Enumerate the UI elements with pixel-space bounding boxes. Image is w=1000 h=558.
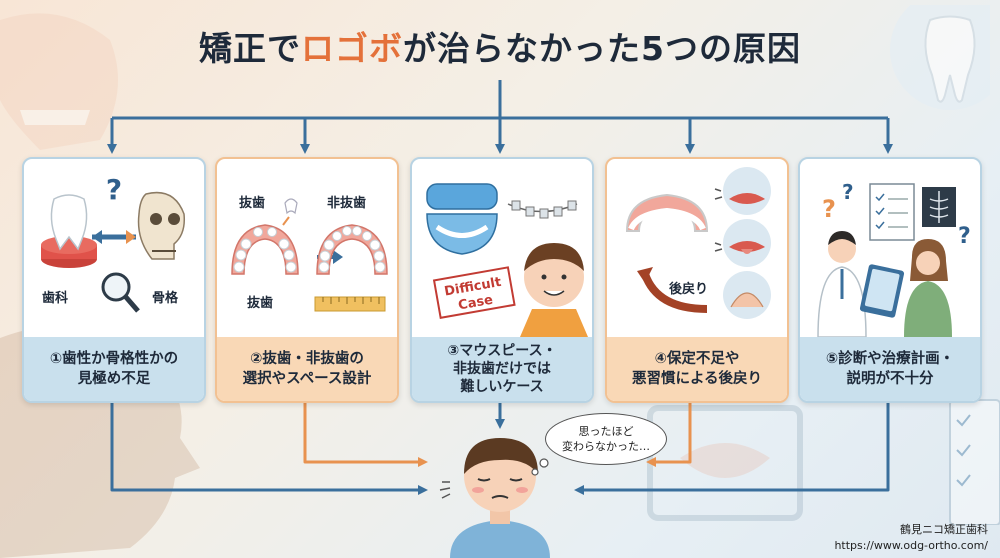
tooth-icon: [50, 194, 88, 251]
label-non-extraction: 非抜歯: [327, 196, 367, 211]
thought-bubble: 思ったほど 変わらなかった…: [545, 413, 667, 465]
background-tooth-icon: [890, 5, 990, 110]
label-skeletal: 骨格: [152, 291, 179, 306]
thought-line-1: 思ったほど: [578, 425, 634, 438]
question-mark-icon: ?: [106, 173, 122, 206]
question-mark-icon: ?: [822, 195, 836, 223]
title-prefix: 矯正で: [199, 29, 302, 68]
cause-5-caption: ⑤診断や治療計画・ 説明が不十分: [800, 337, 980, 401]
shirt: [450, 520, 550, 558]
arrow-card-1-to-person: [110, 401, 428, 495]
arch-extraction-icon: [231, 224, 299, 275]
clinic-credit: 鶴見ニコ矯正歯科 https://www.odg-ortho.com/: [834, 522, 988, 554]
title-accent: ロゴボ: [301, 29, 404, 68]
cause-2-line-2: 選択やスペース設計: [242, 371, 372, 387]
tooth-vs-skull-illustration: ?: [41, 173, 186, 313]
extraction-comparison-illustration: [231, 198, 388, 312]
cause-3-line-3: 難しいケース: [460, 379, 544, 395]
skull-icon: [137, 191, 186, 260]
cause-4-line-2: 悪習慣による後戻り: [631, 371, 763, 387]
clinic-url[interactable]: https://www.odg-ortho.com/: [834, 539, 988, 552]
cause-1-line-1: ①歯性か骨格性かの: [49, 351, 179, 367]
thought-bubble-tail: [531, 458, 549, 476]
pulled-tooth-icon: [284, 198, 298, 215]
ruler-icon: [314, 296, 386, 312]
arrow-right-icon: [333, 250, 343, 264]
cause-1-line-2: 見極め不足: [77, 371, 151, 387]
question-mark-icon: ?: [842, 180, 854, 204]
cause-5-line-1: ⑤診断や治療計画・: [825, 351, 955, 367]
relapse-arrow-icon: [641, 272, 708, 313]
boy-face-icon: [524, 247, 584, 307]
title-suffix: が治らなかった5つの原因: [403, 29, 801, 68]
thought-line-2: 変わらなかった…: [562, 440, 650, 453]
label-extraction-top: 抜歯: [239, 196, 266, 211]
arrow-card-4-to-person: [646, 401, 692, 467]
cause-4-caption: ④保定不足や 悪習慣による後戻り: [607, 337, 787, 401]
cause-card-1: ? 歯科 骨格 ①歯性か骨格性かの 見極め不足: [22, 157, 206, 403]
habit-mouth-1-icon: [723, 167, 771, 215]
arrow-card-5-to-person: [574, 401, 890, 495]
retainer-relapse-illustration: [625, 167, 771, 319]
clinic-name: 鶴見ニコ矯正歯科: [900, 523, 988, 536]
cause-2-line-1: ②抜歯・非抜歯の: [250, 351, 364, 367]
background-skull-illustration: [0, 13, 118, 151]
disappointed-person-illustration: [439, 438, 550, 558]
cause-card-4: 後戻り ④保定不足や 悪習慣による後戻り: [605, 157, 789, 403]
cause-card-3: Difficult Case ③マウスピース・ 非抜歯だけでは 難しいケース: [410, 157, 594, 403]
difficult-case-stamp: [432, 266, 516, 319]
cause-4-line-1: ④保定不足や: [654, 351, 740, 367]
magnifier-icon: [101, 272, 131, 302]
stamp-line-2: Case: [457, 293, 494, 314]
question-mark-icon: ?: [958, 224, 971, 249]
label-relapse: 後戻り: [669, 282, 709, 297]
cause-card-2: 抜歯 非抜歯 抜歯 ②抜歯・非抜歯の 選択やスペース設計: [215, 157, 399, 403]
cause-card-5: ? ? ? ⑤診断や治療計画・ 説明が不十分: [798, 157, 982, 403]
cause-1-caption: ①歯性か骨格性かの 見極め不足: [24, 337, 204, 401]
arrow-card-2-to-person: [303, 401, 428, 467]
doctor-icon: [828, 235, 856, 263]
cause-2-caption: ②抜歯・非抜歯の 選択やスペース設計: [217, 337, 397, 401]
page-title: 矯正でロゴボが治らなかった5つの原因: [0, 22, 1000, 70]
aligner-case-lid: [426, 183, 498, 210]
label-dental: 歯科: [42, 291, 69, 306]
cause-5-line-2: 説明が不十分: [846, 371, 934, 387]
cause-3-line-2: 非抜歯だけでは: [453, 361, 551, 377]
cause-3-caption: ③マウスピース・ 非抜歯だけでは 難しいケース: [412, 337, 592, 401]
aligner-case-illustration: Difficult Case: [426, 183, 588, 337]
consultation-illustration: ? ? ?: [817, 180, 971, 337]
cause-3-line-1: ③マウスピース・: [447, 343, 557, 359]
label-extraction-bottom: 抜歯: [247, 296, 274, 311]
